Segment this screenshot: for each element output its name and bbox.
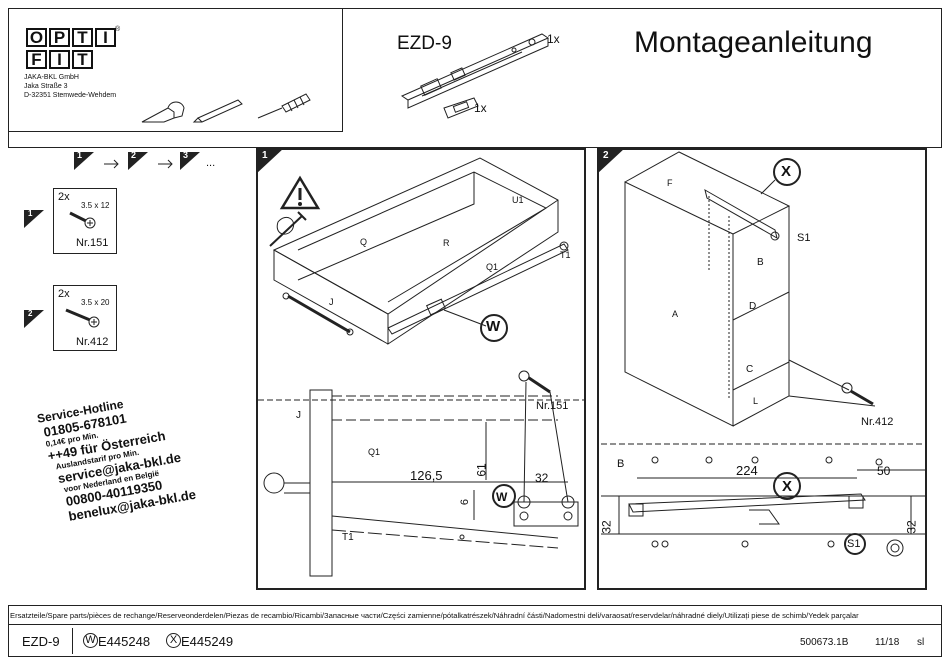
label-r: R: [443, 238, 450, 248]
logo-letter: I: [49, 50, 70, 69]
detail-label-q1: Q1: [368, 447, 381, 457]
label-b: B: [757, 257, 764, 268]
document-language: sl: [917, 637, 925, 648]
document-title: Montageanleitung: [634, 26, 873, 59]
dimension-50: 50: [877, 464, 891, 478]
footer-divider: [8, 624, 942, 625]
document-date: 11/18: [875, 637, 900, 648]
document-number: 500673.1B: [800, 637, 849, 648]
company-street: Jaka Straße 3: [24, 83, 68, 90]
label-t1: T1: [560, 250, 571, 260]
label-q: Q: [360, 237, 368, 247]
panel2-screw-part: Nr.412: [861, 416, 894, 428]
logo-letter: P: [49, 28, 70, 47]
dimension-61: 61: [474, 463, 489, 477]
logo-letter: O: [26, 28, 47, 47]
label-w: W: [486, 318, 501, 335]
company-address: JAKA-BKL GmbH Jaka Straße 3 D-32351 Stem…: [24, 73, 116, 100]
company-name: JAKA-BKL GmbH: [24, 74, 79, 81]
dimension-32-left: 32: [599, 520, 614, 534]
label-a: A: [672, 309, 679, 319]
dimension-6: 6: [459, 498, 472, 506]
service-hotline-block: Service-Hotline 01805-678101 0,14€ pro M…: [36, 387, 197, 526]
step-sequence-arrows: [74, 152, 200, 170]
company-city: D-32351 Stemwede-Wehdem: [24, 92, 117, 99]
footer-frame: [8, 605, 942, 657]
logo-letter: T: [72, 50, 93, 69]
step-2-panel: [597, 148, 927, 590]
logo-letter: F: [26, 50, 47, 69]
screw-qty: 2x: [58, 191, 70, 203]
dimension-224: 224: [736, 463, 758, 478]
screw-part-number: Nr.412: [76, 336, 109, 348]
cabinet-assembly-drawing: [601, 151, 925, 557]
logo-letter: I: [95, 28, 116, 47]
screw-part-number: Nr.151: [76, 237, 109, 249]
detail-label-w: W: [496, 490, 508, 504]
tools-illustration: [141, 93, 311, 123]
label-q1: Q1: [486, 262, 499, 272]
dimension-32: 32: [535, 471, 549, 485]
sequence-ellipsis: ...: [206, 157, 216, 169]
screw-icon: [65, 308, 100, 328]
drawer-assembly-drawing: [258, 157, 584, 577]
dimension-126-5: 126,5: [410, 468, 443, 483]
screw-box-1: 2x 3.5 x 12 Nr.151: [53, 188, 117, 254]
label-u1: U1: [512, 195, 524, 205]
dimension-32-right: 32: [904, 520, 919, 534]
drawer-rail-illustration: [400, 33, 550, 119]
clip-quantity: 1x: [474, 101, 487, 115]
screw-step-badge-2: [24, 310, 44, 328]
registered-mark: ®: [115, 26, 121, 33]
label-s1: S1: [797, 232, 811, 244]
screw-size: 3.5 x 12: [81, 201, 110, 210]
detail-label-j: J: [296, 410, 301, 421]
label-f: F: [667, 178, 673, 188]
label-c: C: [746, 364, 754, 375]
label-x: X: [781, 163, 792, 180]
detail-label-b: B: [617, 458, 625, 470]
spare-parts-label: Ersatzteile/Spare parts/pièces de rechan…: [10, 611, 859, 620]
label-l: L: [753, 396, 759, 406]
rail-quantity: 1x: [547, 32, 560, 46]
w-part-code: E445248: [98, 634, 151, 649]
panel-step-number: 1: [262, 150, 268, 161]
sequence-step-1: 1: [77, 150, 83, 160]
x-part-circle: X: [166, 633, 181, 648]
label-d: D: [749, 301, 757, 312]
screw-qty: 2x: [58, 288, 70, 300]
w-part-circle: W: [83, 633, 98, 648]
label-j: J: [329, 297, 334, 307]
screw-step-badge-1: [24, 210, 44, 228]
x-part-code: E445249: [181, 634, 234, 649]
step-1-panel: [256, 148, 586, 590]
header-logo-frame: [8, 8, 343, 132]
footer-model: EZD-9: [22, 634, 60, 649]
footer-model-divider: [72, 628, 73, 654]
step-1-badge: [256, 148, 284, 174]
sequence-step-3: 3: [183, 150, 189, 160]
screw-step-number: 2: [28, 309, 33, 318]
screw-step-number: 1: [28, 209, 33, 218]
screw-box-2: 2x 3.5 x 20 Nr.412: [53, 285, 117, 351]
detail-label-s1: S1: [847, 538, 861, 550]
detail-label-x: X: [782, 478, 793, 495]
screw-icon: [69, 211, 96, 229]
step-2-badge: [597, 148, 625, 174]
sequence-step-2: 2: [131, 150, 137, 160]
model-title: EZD-9: [397, 33, 452, 54]
panel-step-number: 2: [603, 150, 609, 161]
detail-screw-part: Nr.151: [536, 400, 569, 412]
detail-label-t1: T1: [342, 532, 354, 543]
logo-letter: T: [72, 28, 93, 47]
screw-size: 3.5 x 20: [81, 298, 110, 307]
